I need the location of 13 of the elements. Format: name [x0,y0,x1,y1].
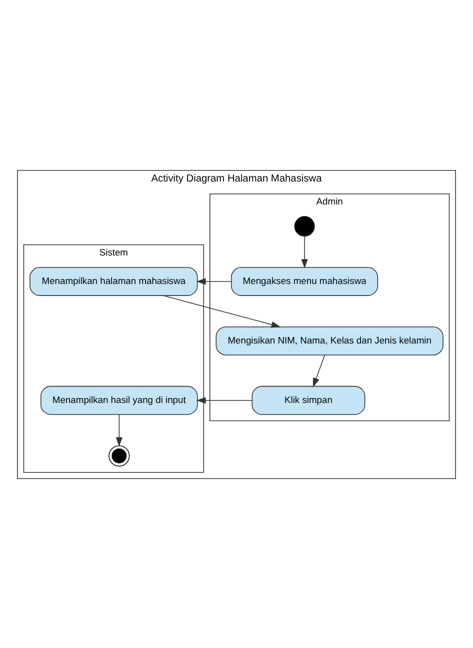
node-box: Mengakses menu mahasiswa [231,266,378,296]
node-box: Mengisikan NIM, Nama, Kelas dan Jenis kelamin [216,326,444,355]
arrow [312,354,326,387]
node-circle [294,216,315,236]
node-box: Klik simpan [252,385,366,414]
arrow [163,294,281,328]
arrow [116,414,122,446]
arrow [196,396,253,404]
arrow [196,278,232,284]
node-box: Menampilkan hasil yang di input [40,385,198,414]
arrow [301,235,308,268]
node-circle [108,444,130,466]
node-box: Menampilkan halaman mahasiswa [30,266,198,296]
